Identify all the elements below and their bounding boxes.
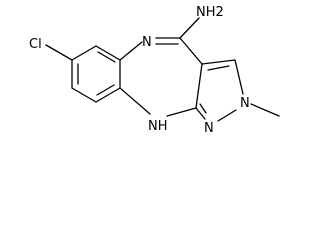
bond-benzene-inner-1	[97, 51, 116, 63]
bond-amine	[179, 17, 200, 39]
bond-c3-n2	[234, 59, 244, 95]
nh-label: NH	[148, 119, 168, 134]
bond-benzene-b	[95, 45, 121, 61]
bond-methyl	[250, 103, 280, 117]
pyrazole-ring	[195, 59, 244, 122]
bond-pyrazole-inner-1	[207, 65, 230, 71]
chlorine-label: Cl	[29, 37, 42, 52]
bond-benzene-a	[71, 45, 97, 61]
imine-nitrogen-label: N	[142, 35, 152, 50]
bond-c4a-c8a	[195, 63, 203, 109]
bond-benzene-d	[95, 87, 121, 103]
benzene-ring	[71, 45, 121, 103]
bond-ring-c-n-imine	[119, 41, 143, 61]
bond-benzene-e	[71, 87, 97, 103]
bond-c8a-nh	[166, 107, 197, 117]
bond-benzene-inner-2	[96, 84, 115, 96]
diazepine-ring	[119, 37, 203, 117]
molecule-structure: Cl N NH2 NH N N	[29, 5, 280, 136]
bond-c4-c4a	[179, 37, 203, 65]
bond-n2-n1	[217, 109, 237, 122]
bond-n1-c8a	[195, 107, 206, 120]
pyrazole-nitrogen-label: N	[204, 121, 214, 136]
bond-nh-benzene	[119, 87, 151, 115]
methyl-nitrogen-label: N	[240, 96, 250, 111]
bond-pyrazole-inner-2	[199, 103, 207, 114]
bond-c4a-c3	[201, 59, 236, 65]
amine-label: NH2	[196, 5, 224, 20]
bond-chlorine	[45, 44, 73, 61]
